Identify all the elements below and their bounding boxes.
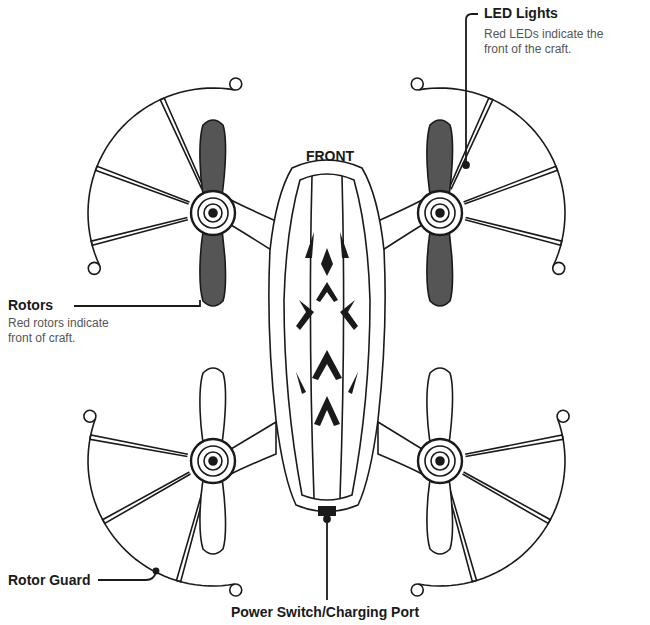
leader-line: [326, 518, 328, 600]
guard-strut: [465, 435, 563, 456]
rear-rotor: [418, 368, 462, 554]
leader-line: [74, 300, 200, 306]
guard-tip: [553, 262, 565, 274]
body-stripe: [310, 176, 343, 498]
guard-strut: [463, 472, 551, 524]
part-name: Rotors: [8, 297, 53, 315]
leader-dot: [154, 569, 159, 574]
rotor-arm: [378, 422, 424, 475]
front-rotor: [418, 120, 462, 306]
rotor-hub: [191, 191, 235, 235]
body-decals: [296, 232, 358, 426]
rotor-hub: [198, 446, 228, 476]
guard-strut: [103, 472, 191, 524]
leader-line: [466, 14, 478, 162]
rotor-hub: [204, 452, 222, 470]
rotor-hub: [204, 204, 222, 222]
part-name: Power Switch/Charging Port: [231, 604, 419, 622]
guard-tip: [230, 584, 242, 596]
guard-tip: [84, 410, 96, 422]
guard-tip: [411, 78, 423, 90]
guard-strut: [465, 218, 562, 246]
front-marker: FRONT: [306, 148, 354, 166]
rotor-hub: [198, 198, 228, 228]
guard-strut: [91, 218, 188, 246]
body-shell: [269, 160, 385, 512]
guard-strut: [96, 166, 190, 204]
part-name: LED Lights: [484, 5, 558, 23]
rotor-arm: [229, 199, 276, 253]
guard-tip: [557, 410, 569, 422]
front-rotor: [191, 120, 235, 306]
guard-tip: [230, 78, 242, 90]
rotor-hub: [436, 457, 444, 465]
guard-strut: [90, 435, 188, 456]
rotor-hub: [191, 439, 235, 483]
part-name: Rotor Guard: [8, 572, 90, 590]
leader-dot: [463, 162, 469, 168]
rotor-hub: [209, 209, 217, 217]
guard-tip: [411, 584, 423, 596]
guard-strut: [160, 98, 204, 189]
leader-dot: [324, 516, 330, 522]
guard-tip: [88, 262, 100, 274]
part-note: Red rotors indicate front of craft.: [8, 316, 126, 346]
rotor-hub: [431, 452, 449, 470]
rotor-guard: [418, 418, 565, 586]
rotor-hub: [431, 204, 449, 222]
rotor-hub: [418, 439, 462, 483]
guard-strut: [449, 98, 493, 189]
leader-line: [98, 572, 156, 580]
rotor-arm: [229, 422, 276, 475]
power-switch: [318, 506, 336, 516]
rotor-hub: [436, 209, 444, 217]
rotor-guard: [88, 418, 235, 586]
guard-strut: [464, 166, 558, 204]
rotor-hub: [425, 198, 455, 228]
part-note: Red LEDs indicate the front of the craft…: [484, 27, 616, 57]
rotor-hub: [209, 457, 217, 465]
rotor-hub: [425, 446, 455, 476]
rotor-arm: [378, 199, 424, 253]
body-inner: [284, 174, 370, 500]
rotor-hub: [418, 191, 462, 235]
rear-rotor: [191, 368, 235, 554]
